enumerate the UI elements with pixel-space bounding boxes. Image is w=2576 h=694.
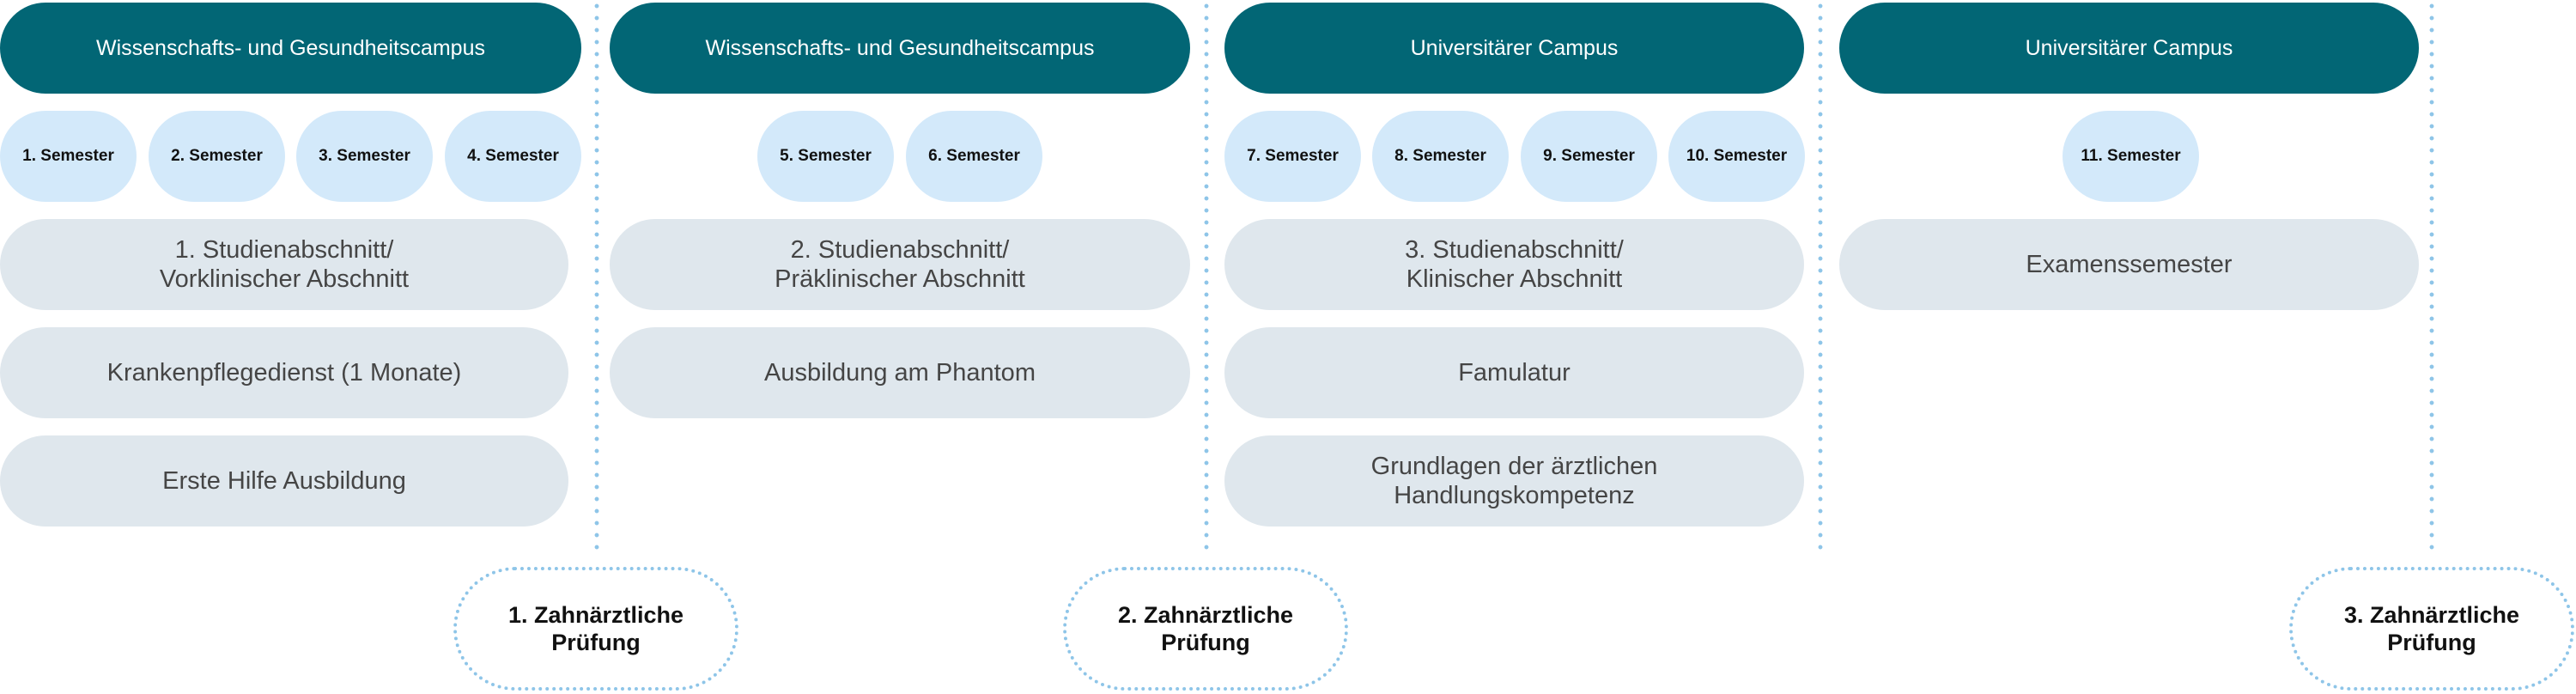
block-studienabschnitt-1: 1. Studienabschnitt/ Vorklinischer Absch… bbox=[0, 219, 568, 310]
block-studienabschnitt-3: 3. Studienabschnitt/ Klinischer Abschnit… bbox=[1224, 219, 1804, 310]
semester-10: 10. Semester bbox=[1668, 111, 1805, 202]
exam-3: 3. Zahnärztliche Prüfung bbox=[2289, 567, 2574, 691]
exam-1: 1. Zahnärztliche Prüfung bbox=[453, 567, 738, 691]
block-krankenpflegedienst: Krankenpflegedienst (1 Monate) bbox=[0, 327, 568, 418]
divider-line-1 bbox=[594, 0, 599, 551]
semester-2: 2. Semester bbox=[149, 111, 285, 202]
semester-8: 8. Semester bbox=[1372, 111, 1509, 202]
block-phantom: Ausbildung am Phantom bbox=[610, 327, 1190, 418]
semester-5: 5. Semester bbox=[757, 111, 894, 202]
block-examenssemester: Examenssemester bbox=[1839, 219, 2419, 310]
divider-line-2 bbox=[1204, 0, 1209, 551]
semester-6: 6. Semester bbox=[906, 111, 1042, 202]
block-studienabschnitt-2: 2. Studienabschnitt/ Präklinischer Absch… bbox=[610, 219, 1190, 310]
block-erste-hilfe: Erste Hilfe Ausbildung bbox=[0, 435, 568, 527]
semester-1: 1. Semester bbox=[0, 111, 137, 202]
block-famulatur: Famulatur bbox=[1224, 327, 1804, 418]
block-handlungskompetenz: Grundlagen der ärztlichen Handlungskompe… bbox=[1224, 435, 1804, 527]
campus-header-phase-4: Universitärer Campus bbox=[1839, 3, 2419, 94]
campus-header-phase-1: Wissenschafts- und Gesundheitscampus bbox=[0, 3, 581, 94]
campus-header-phase-3: Universitärer Campus bbox=[1224, 3, 1804, 94]
exam-2: 2. Zahnärztliche Prüfung bbox=[1063, 567, 1348, 691]
divider-line-4 bbox=[2429, 0, 2434, 551]
divider-line-3 bbox=[1818, 0, 1823, 551]
semester-4: 4. Semester bbox=[445, 111, 581, 202]
semester-11: 11. Semester bbox=[2063, 111, 2199, 202]
semester-3: 3. Semester bbox=[296, 111, 433, 202]
semester-7: 7. Semester bbox=[1224, 111, 1361, 202]
semester-9: 9. Semester bbox=[1521, 111, 1657, 202]
campus-header-phase-2: Wissenschafts- und Gesundheitscampus bbox=[610, 3, 1190, 94]
